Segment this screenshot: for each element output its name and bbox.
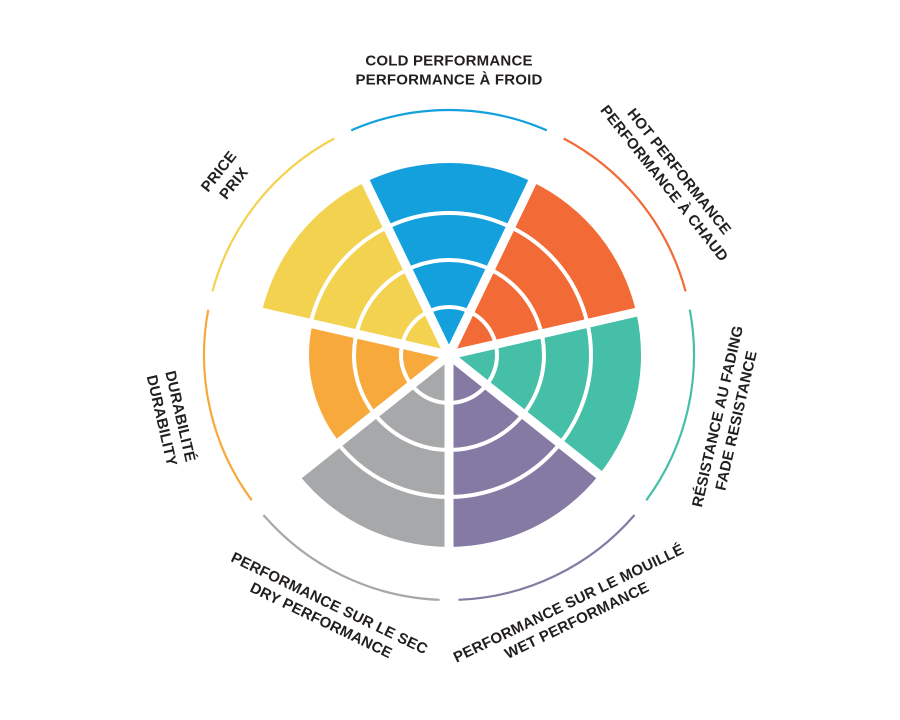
wedge-7 — [261, 182, 449, 355]
wedge-5 — [298, 355, 449, 547]
axis-label-1-line2: PERFORMANCE À FROID — [355, 72, 542, 89]
axis-label-4-line1: PERFORMANCE SUR LE MOUILLÉ — [451, 541, 687, 666]
outer-arcs — [202, 108, 696, 601]
separator-1 — [359, 174, 454, 357]
outer-arc-7 — [211, 137, 335, 292]
outer-arc-6 — [202, 309, 253, 501]
separator-6 — [291, 351, 452, 482]
axis-label-2-line2: PERFORMANCE À CHAUD — [597, 102, 732, 265]
axis-label-5-line1: PERFORMANCE SUR LE SEC — [228, 549, 430, 658]
separator-2 — [444, 174, 539, 357]
outer-arc-3 — [645, 309, 696, 501]
separator-7 — [254, 306, 451, 360]
wedge-6 — [306, 323, 449, 444]
wedges — [261, 162, 642, 547]
separator-4 — [446, 351, 607, 482]
wedge-4 — [449, 355, 600, 547]
separator-3 — [447, 306, 644, 360]
wedge-separators — [254, 174, 644, 553]
axis-label-2-line1: HOT PERFORMANCE — [623, 105, 734, 238]
axis-label-1-line1: COLD PERFORMANCE — [365, 53, 532, 70]
axis-label-group-1: COLD PERFORMANCE PERFORMANCE À FROID — [355, 53, 542, 89]
outer-arc-1 — [350, 108, 548, 132]
outer-arc-5 — [262, 514, 440, 601]
outer-arc-4 — [458, 514, 636, 601]
outer-arc-2 — [563, 137, 687, 292]
wedge-2 — [449, 182, 637, 355]
